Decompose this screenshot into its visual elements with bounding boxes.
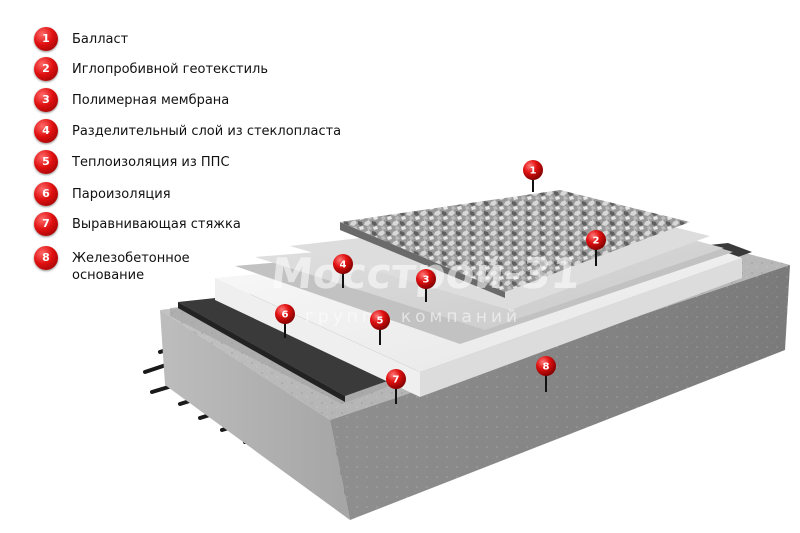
- pin-marker: [386, 369, 406, 389]
- pin-marker: [416, 269, 436, 289]
- diagram-pin: 4: [333, 254, 353, 288]
- pin-number: 4: [340, 260, 347, 271]
- legend-label: Полимерная мембрана: [72, 93, 230, 108]
- legend-label: Иглопробивной геотекстиль: [72, 62, 269, 77]
- pin-marker: [333, 254, 353, 274]
- pin-number: 1: [530, 166, 537, 177]
- pin-number: 3: [423, 275, 430, 286]
- diagram-pin: 6: [275, 304, 295, 338]
- pin-marker: [523, 160, 543, 180]
- pin-marker: [275, 304, 295, 324]
- legend: 1 Балласт 2 Иглопробивной геотекстиль 3 Полим…: [0, 0, 360, 300]
- diagram-pin: 3: [416, 269, 436, 302]
- diagram-pin: 5: [370, 310, 390, 345]
- pin-marker: [536, 356, 556, 376]
- legend-marker: 7: [34, 212, 58, 236]
- legend-label: Пароизоляция: [72, 187, 171, 202]
- pin-marker: [586, 230, 606, 250]
- legend-label: Теплоизоляция из ППС: [72, 155, 230, 170]
- legend-label: Балласт: [72, 32, 129, 47]
- pin-number: 5: [377, 316, 384, 327]
- pin-number: 2: [593, 236, 600, 247]
- ballast-layer: [340, 190, 690, 298]
- legend-label: Железобетонное основание: [72, 251, 190, 283]
- legend-label: Выравнивающая стяжка: [72, 217, 241, 232]
- pin-number: 8: [543, 362, 550, 373]
- diagram-pins: 1 2 3 4 5 6 7 8: [275, 160, 606, 404]
- legend-marker: 3: [34, 88, 58, 112]
- legend-marker: 4: [34, 119, 58, 143]
- legend-label: Разделительный слой из стеклопласта: [72, 124, 342, 139]
- pin-marker: [370, 310, 390, 330]
- legend-marker: 6: [34, 182, 58, 206]
- diagram-pin: 7: [386, 369, 406, 404]
- legend-marker: 2: [34, 57, 58, 81]
- pin-number: 6: [282, 310, 289, 321]
- legend-marker: 5: [34, 150, 58, 174]
- diagram-pin: 1: [523, 160, 543, 192]
- legend-marker: 1: [34, 27, 58, 51]
- diagram-pin: 2: [586, 230, 606, 266]
- diagram-pin: 8: [536, 356, 556, 392]
- pin-number: 7: [393, 375, 400, 386]
- watermark-subtitle: группа компаний: [305, 307, 521, 327]
- legend-marker: 8: [34, 246, 58, 270]
